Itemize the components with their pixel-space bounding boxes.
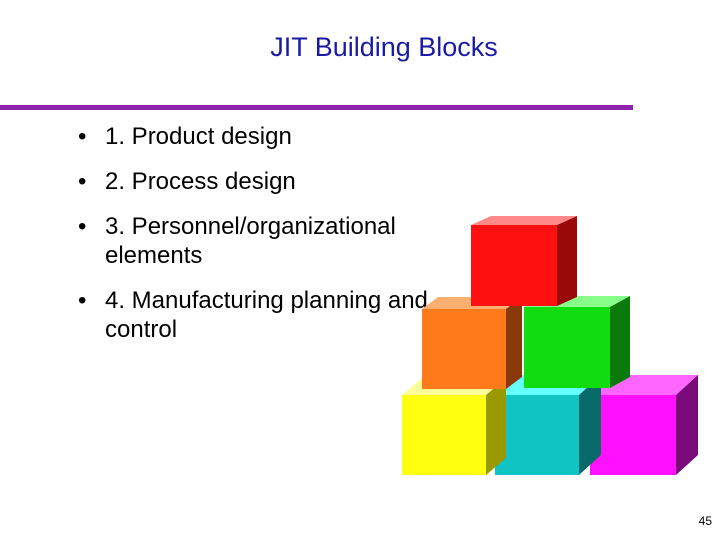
bullet-item: • 4. Manufacturing planning and control <box>78 286 478 344</box>
bullet-item: • 2. Process design <box>78 167 478 196</box>
bullet-marker: • <box>78 123 87 150</box>
slide-title: JIT Building Blocks <box>270 32 498 62</box>
building-blocks-illustration <box>402 216 698 475</box>
title-rule <box>0 105 633 110</box>
bullet-item: • 1. Product design <box>78 122 478 151</box>
yellow-block <box>402 378 506 475</box>
bullet-marker: • <box>78 287 87 314</box>
red-block <box>471 216 577 306</box>
page-number: 45 <box>698 514 712 528</box>
bullet-text: 2. Process design <box>105 168 296 195</box>
green-block <box>524 296 630 388</box>
bullet-text: 3. Personnel/organizational elements <box>105 213 396 269</box>
orange-block <box>422 297 522 389</box>
bullet-list: • 1. Product design • 2. Process design … <box>78 122 478 360</box>
bullet-marker: • <box>78 168 87 195</box>
bullet-text: 1. Product design <box>105 123 292 150</box>
bullet-text: 4. Manufacturing planning and control <box>105 287 428 343</box>
bullet-marker: • <box>78 213 87 240</box>
bullet-item: • 3. Personnel/organizational elements <box>78 212 478 270</box>
magenta-block <box>590 375 698 475</box>
cyan-block <box>495 375 601 475</box>
